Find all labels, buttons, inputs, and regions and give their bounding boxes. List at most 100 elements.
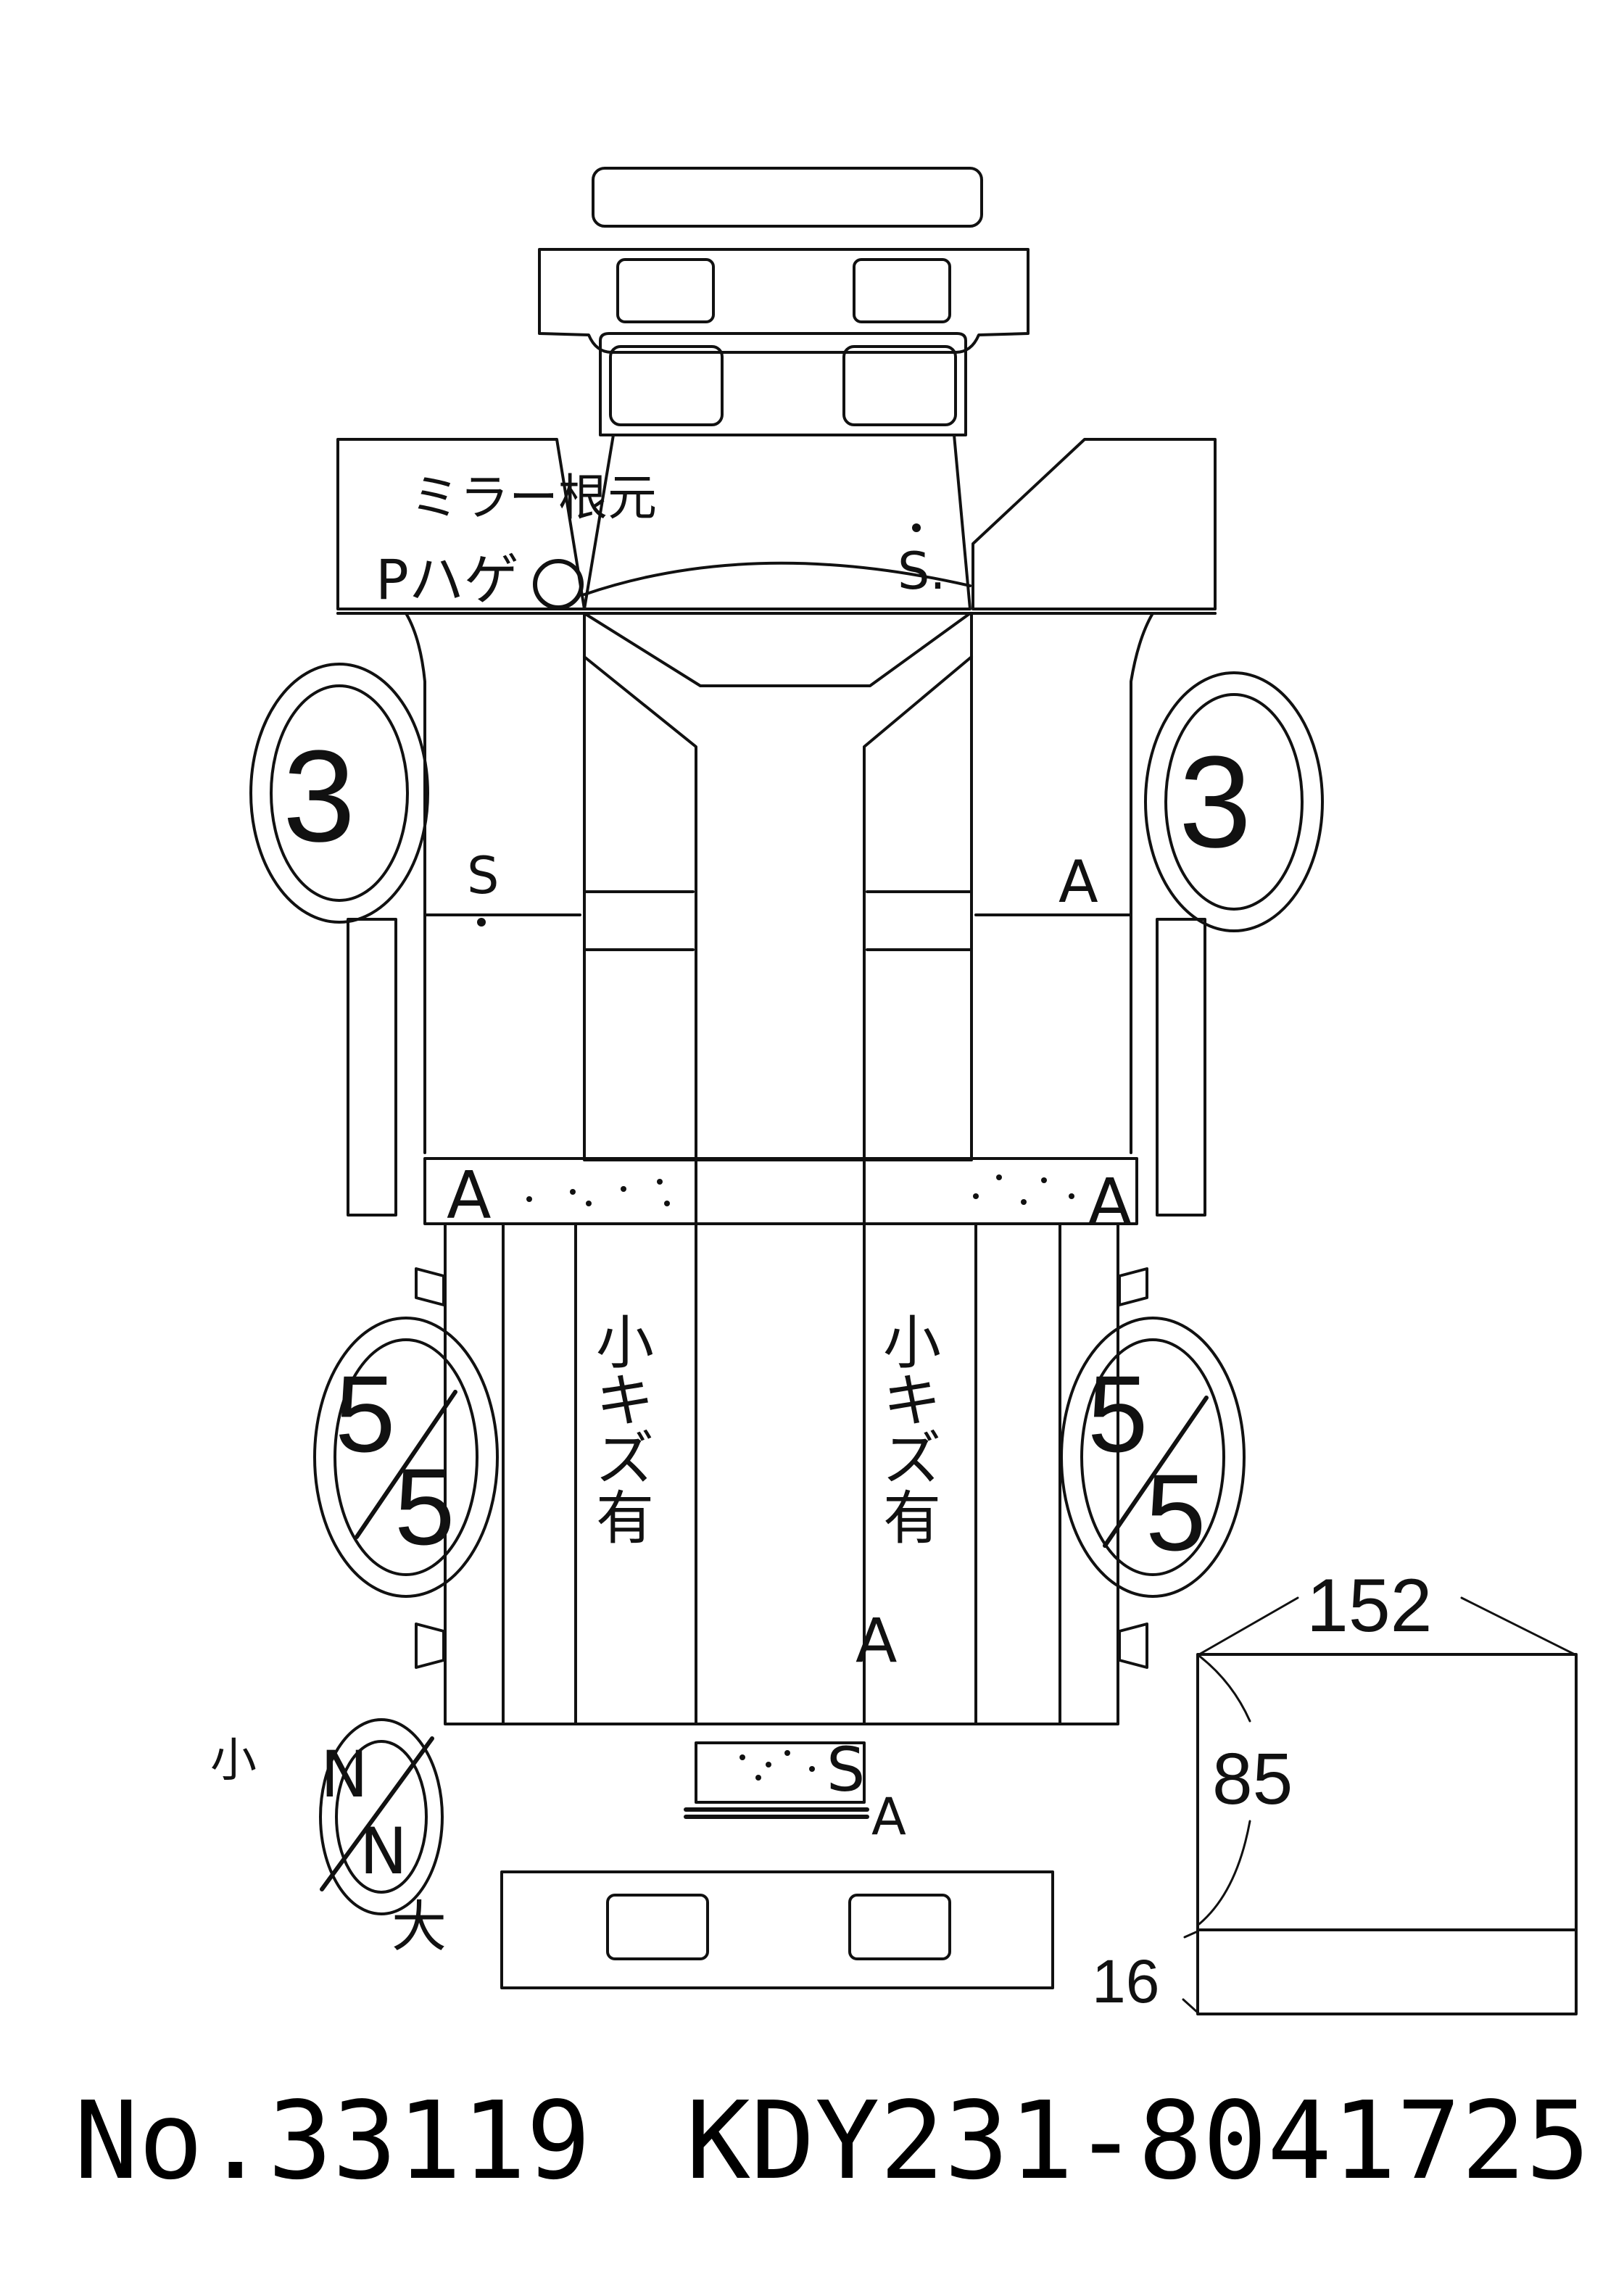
- front-right-tire-outer: [1144, 671, 1324, 932]
- front-left-tire-inner: [270, 684, 409, 902]
- dent-dot: [740, 1754, 745, 1760]
- dent-dot: [621, 1186, 626, 1192]
- dimension-height: 85: [1212, 1738, 1293, 1820]
- dimension-width: 152: [1306, 1564, 1433, 1648]
- fender-tab: [1118, 1622, 1148, 1669]
- bed-left-note-2: キ: [596, 1367, 654, 1435]
- width-arrow-right: [1460, 1596, 1576, 1656]
- dent-dot: [1069, 1193, 1074, 1199]
- rear-right-tire-inner: [1080, 1338, 1225, 1576]
- rear-bumper: [500, 1870, 1054, 1989]
- dimension-box: [1182, 1596, 1578, 2015]
- height-arrow-bottom: [1198, 1820, 1251, 1926]
- spare-large-label: 大: [392, 1894, 447, 1959]
- bed-right-note-3: ズ: [883, 1425, 941, 1493]
- bed-right-note-4: 有: [883, 1485, 941, 1552]
- vehicle-id: KDY231-8041725: [686, 2079, 1590, 2203]
- rear-left-tire-inner: [334, 1338, 478, 1576]
- bed-right-note-1: 小: [883, 1309, 941, 1377]
- dent-dot: [657, 1179, 663, 1185]
- fender-tab: [415, 1267, 445, 1306]
- dent-dot: [996, 1174, 1002, 1180]
- cross-bar: [423, 1157, 1138, 1225]
- right-door-panel: [972, 438, 1217, 610]
- bed-left-note-4: 有: [596, 1485, 654, 1552]
- footer: No.33119 KDY231-8041725: [74, 2079, 1590, 2203]
- rear-left-tire-outer: [313, 1317, 499, 1598]
- dent-dot: [755, 1775, 761, 1781]
- front-view: [538, 167, 1030, 436]
- tire-slash: [1103, 1396, 1209, 1548]
- left-door-panel: [336, 438, 586, 610]
- tire-front-right-mark: 3: [1179, 729, 1251, 875]
- spare-small-label: 小: [210, 1734, 257, 1788]
- cab-roof-curve: [583, 561, 972, 596]
- paint-note: Pハゲ: [376, 547, 519, 612]
- tire-front-left-mark: 3: [283, 724, 355, 869]
- tire-rear-left-bottom: 5: [394, 1446, 455, 1567]
- dent-dot: [973, 1193, 979, 1199]
- bed-right-note-2: キ: [883, 1367, 941, 1435]
- window-right: [842, 345, 957, 426]
- front-grille-top: [592, 167, 983, 228]
- rear-lamp-right: [848, 1894, 951, 1960]
- front-bumper-outline: [538, 248, 1030, 354]
- rear-right-tire-outer: [1060, 1317, 1246, 1598]
- hood-shape: [583, 612, 972, 687]
- record-number: No.33119: [74, 2079, 591, 2203]
- dimension-box-lower: [1196, 1928, 1578, 2015]
- left-body-side: [336, 612, 581, 916]
- dent-dot: [1021, 1199, 1027, 1205]
- frame-inner-left: [583, 655, 697, 1161]
- rear-section: [319, 1718, 1054, 1989]
- rear-lamp-left: [606, 1894, 709, 1960]
- left-step: [347, 918, 397, 1217]
- dent-dot: [664, 1201, 670, 1206]
- cargo-bed: [415, 1222, 1148, 1725]
- right-step: [1156, 918, 1206, 1217]
- dent-dot: [586, 1201, 592, 1206]
- spare-top-mark: N: [320, 1737, 368, 1812]
- tire-slash: [355, 1390, 457, 1539]
- spare-bottom-mark: N: [360, 1814, 407, 1889]
- dent-dot: [912, 523, 921, 532]
- front-left-tire-outer: [249, 663, 429, 924]
- paint-note-circle-icon: [533, 559, 584, 610]
- bed-left-note-1: 小: [596, 1309, 654, 1377]
- rear-step-box: [695, 1741, 866, 1804]
- bed-left-note-3: ズ: [596, 1425, 654, 1493]
- tire-rear-left-top: 5: [335, 1353, 395, 1475]
- s-mark-left: S: [467, 846, 499, 905]
- front-headlight-right: [853, 258, 951, 323]
- lower-arrow-top: [1183, 1930, 1199, 1939]
- front-tires: [249, 663, 1324, 932]
- windshield-frame: [599, 332, 967, 436]
- fender-tab: [415, 1622, 445, 1669]
- dent-dot: [766, 1762, 771, 1767]
- s-mark-cab: S.: [898, 542, 946, 601]
- chassis: [336, 612, 1217, 1217]
- right-body-side: [974, 612, 1217, 916]
- frame-inner-right: [863, 655, 973, 1161]
- lower-arrow-bottom: [1182, 1998, 1199, 2014]
- window-left: [609, 345, 724, 426]
- fender-tab: [1118, 1267, 1148, 1306]
- dent-dot: [477, 918, 486, 927]
- dent-dot: [809, 1766, 815, 1772]
- a-mark-bed: A: [856, 1605, 897, 1676]
- dent-dot: [784, 1750, 790, 1756]
- cross-bar-outline: [423, 1157, 1138, 1225]
- spare-slash: [320, 1736, 434, 1891]
- tire-rear-right-bottom: 5: [1146, 1451, 1206, 1573]
- dent-dot: [1041, 1177, 1047, 1183]
- front-headlight-left: [616, 258, 715, 323]
- spare-tire-inner: [335, 1740, 428, 1894]
- a-mark-right-upper: A: [1058, 848, 1098, 916]
- mirror-note: ミラー根元: [410, 470, 657, 527]
- rear-tires: [313, 1317, 1246, 1598]
- annotations: ミラー根元 Pハゲ S. 3 3 S A A A 5 5 5 5 小 キ ズ 有…: [210, 470, 1433, 2015]
- frame-center-rail: [583, 612, 973, 1161]
- tire-rear-right-top: 5: [1088, 1353, 1148, 1475]
- width-arrow-left: [1198, 1596, 1299, 1656]
